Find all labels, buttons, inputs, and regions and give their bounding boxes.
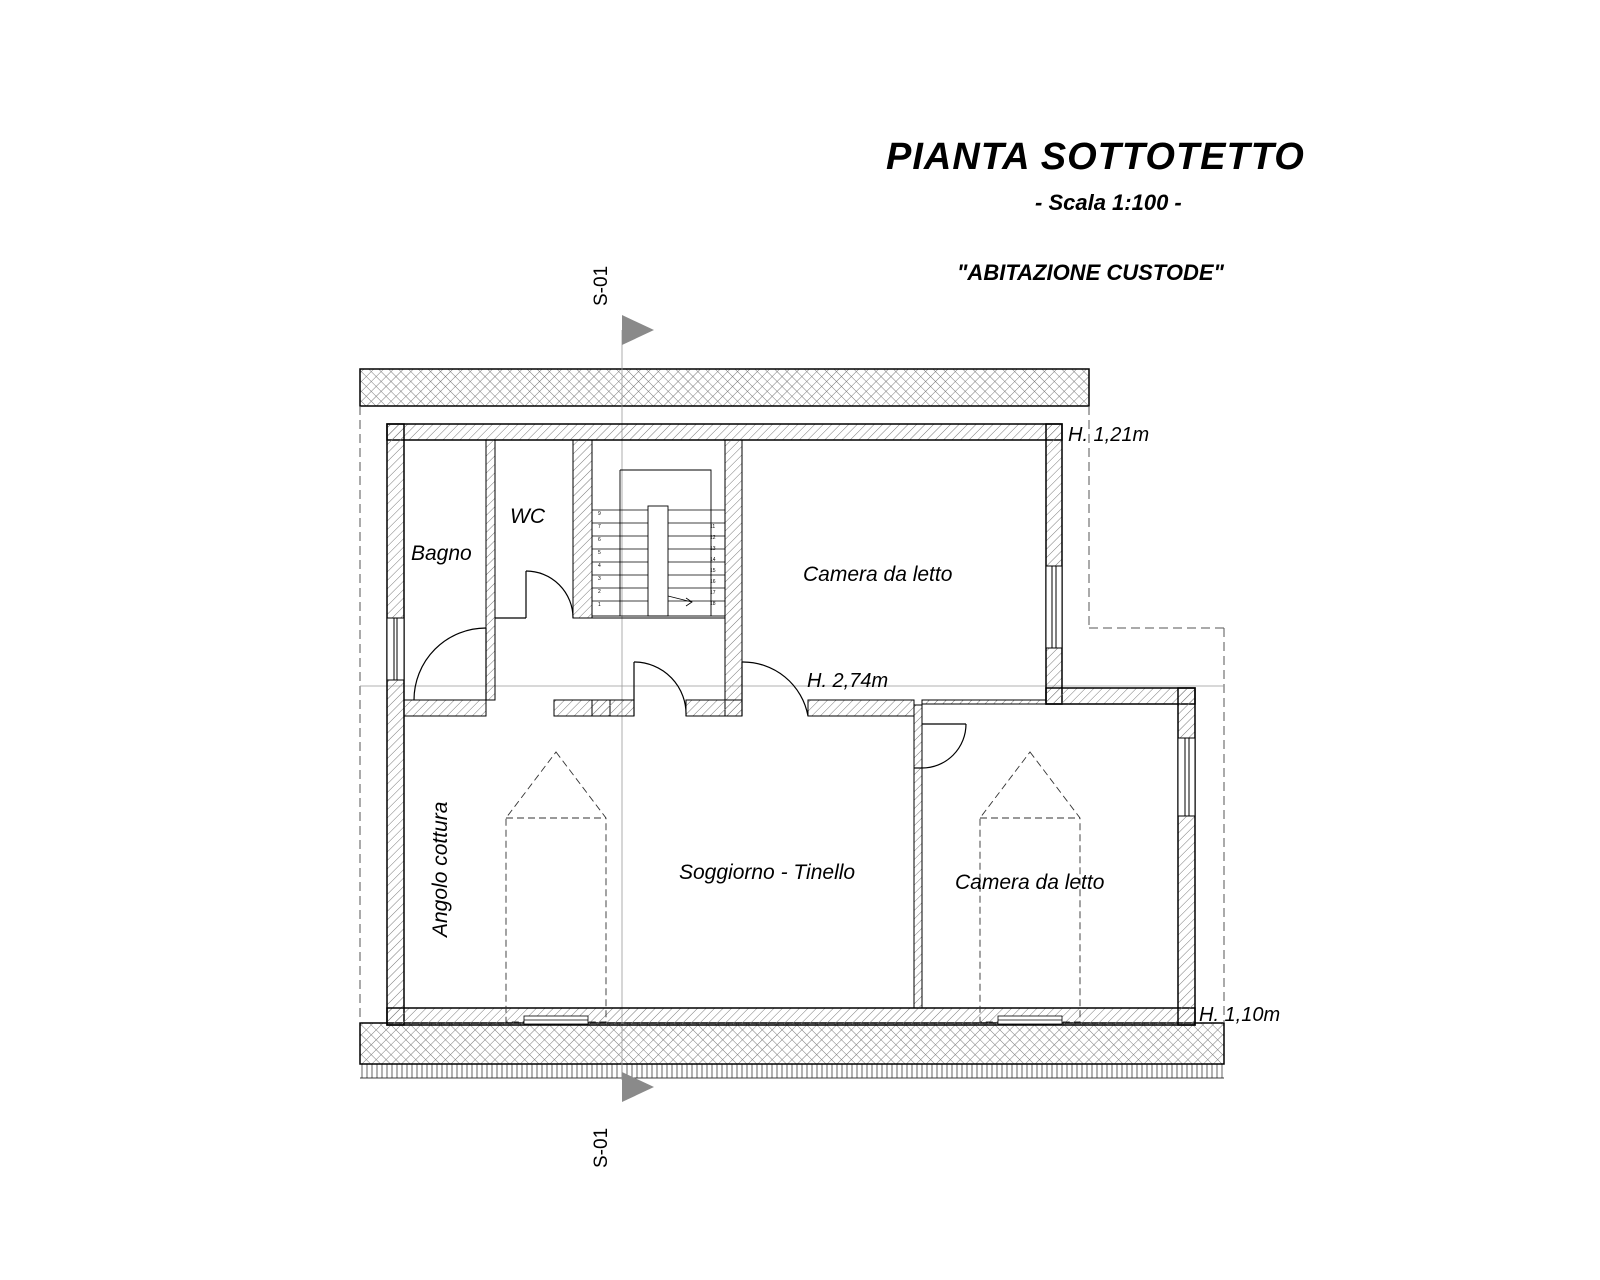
height-label-bottom-right: H. 1,10m [1199,1004,1280,1026]
stair-step-number: 2 [598,589,601,595]
height-label-center: H. 2,74m [807,670,888,692]
drawing-title: PIANTA SOTTOTETTO [886,136,1305,178]
stair-step-number: 7 [598,524,601,530]
section-arrow-bottom [622,1072,654,1102]
stair-step-number: 4 [598,563,601,569]
stair-step-number: 12 [710,535,716,541]
stair-step-number: 5 [598,550,601,556]
roof-outline [359,406,1225,1023]
stair-step-number: 6 [598,537,601,543]
stair-step-number: 11 [710,524,715,530]
stair-step-number: 15 [710,568,716,574]
windows [386,565,1196,817]
stair-step-number: 3 [598,576,601,582]
stair-arrows [667,595,693,607]
staircase [591,439,726,619]
room-label-soggiorno: Soggiorno - Tinello [679,861,855,884]
roof-eave-top [359,368,1090,407]
gutter-ticks [361,1064,1223,1078]
drawing-scale: - Scala 1:100 - [1035,190,1182,215]
stair-step-number: 16 [710,579,716,585]
stair-step-numbers-left: 9 7 6 5 4 3 2 1 [598,511,601,608]
room-label-camera-2: Camera da letto [955,871,1105,894]
stair-step-number: 17 [710,590,716,596]
section-arrow-top [622,315,654,345]
project-name: "ABITAZIONE CUSTODE" [957,260,1224,285]
stair-treads [592,509,725,602]
stair-step-number: 1 [598,602,601,608]
room-label-bagno: Bagno [411,542,472,565]
interior-walls [403,439,1047,1009]
room-label-wc: WC [510,505,546,528]
exterior-walls [386,423,1196,1026]
stair-step-number: 14 [710,557,716,563]
stair-step-number: 18 [710,601,716,607]
room-label-camera-1: Camera da letto [803,563,953,586]
room-label-angolo-cottura: Angolo cottura [429,802,452,939]
skylight-frames [523,1015,1063,1025]
doors [413,570,967,769]
roof-eave-bottom [359,1022,1225,1065]
stair-step-numbers-right: 11 12 13 14 15 16 17 18 [710,524,716,607]
section-label-bottom: S-01 [591,1128,612,1168]
stair-step-number: 13 [710,546,716,552]
stair-step-number: 9 [598,511,601,517]
height-label-top-right: H. 1,21m [1068,424,1149,446]
section-label-top: S-01 [591,266,612,306]
